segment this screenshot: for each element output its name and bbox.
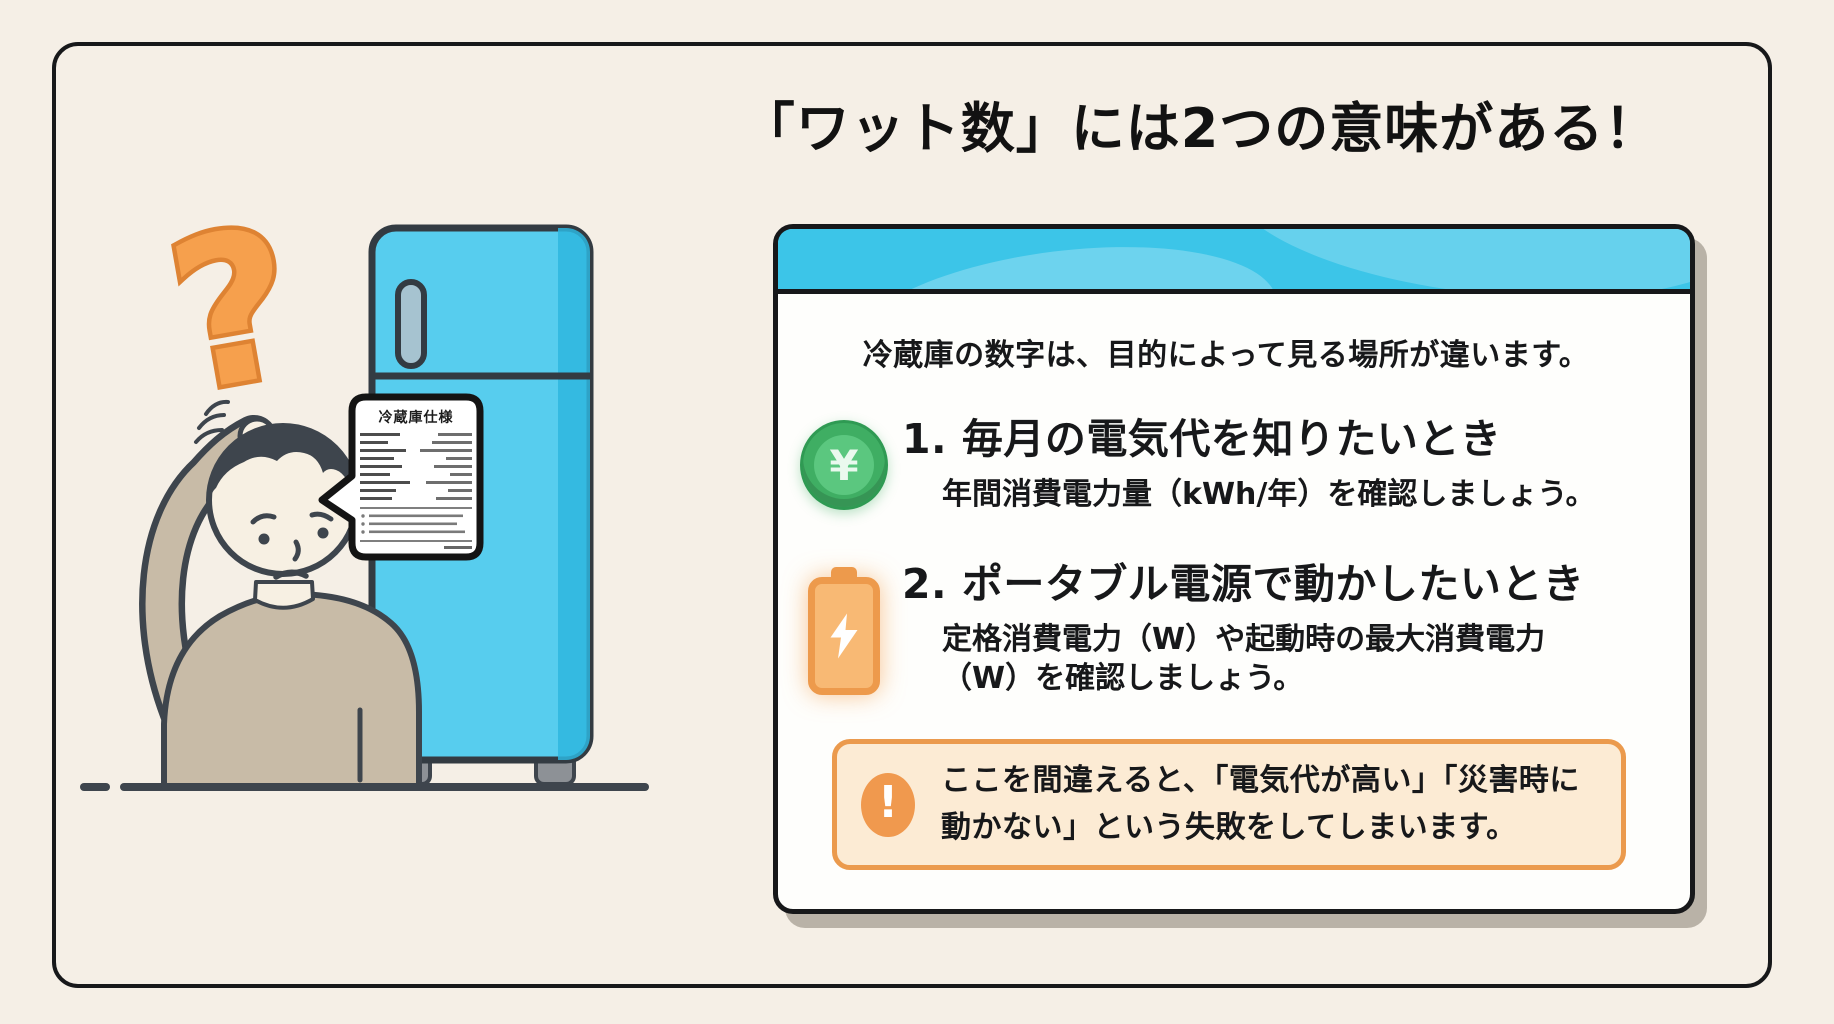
battery-icon	[808, 566, 880, 695]
info-card: 冷蔵庫の数字は、目的によって見る場所が違います。 ¥ 1. 毎月の電気代を知りた…	[773, 224, 1695, 914]
item2-description-line2: （W）を確認しましょう。	[942, 661, 1304, 697]
question-mark-icon: ?	[154, 184, 312, 439]
item1-description: 年間消費電力量（kWh/年）を確認しましょう。	[942, 477, 1596, 513]
fridge-label-title: 冷蔵庫仕様	[379, 409, 454, 426]
item-monthly-cost: ¥ 1. 毎月の電気代を知りたいとき 年間消費電力量（kWh/年）を確認しましょ…	[792, 415, 1660, 515]
warning-line1: ここを間違えると、「電気代が高い」「災害時に	[941, 763, 1580, 799]
yen-symbol: ¥	[829, 440, 859, 490]
warning-box: ! ここを間違えると、「電気代が高い」「災害時に 動かない」という失敗をしてしま…	[832, 739, 1626, 871]
card-header-band	[778, 229, 1690, 294]
item2-description-line1: 定格消費電力（W）や起動時の最大消費電力	[942, 621, 1546, 657]
confused-person-fridge-illustration: 冷蔵庫仕様 ?	[80, 180, 649, 791]
spec-bullet-rows	[361, 514, 465, 534]
person-eye-right	[317, 527, 329, 539]
person-eye-left	[258, 533, 270, 545]
warning-line2: 動かない」という失敗をしてしまいます。	[941, 809, 1517, 845]
yen-coin-icon: ¥	[800, 420, 888, 510]
scratch-lines	[194, 399, 230, 444]
spec-footnote	[444, 546, 472, 549]
person-face	[250, 511, 334, 580]
fridge-side-shade	[558, 228, 590, 760]
exclamation-icon: !	[861, 772, 915, 837]
item2-heading: 2. ポータブル電源で動かしたいとき	[902, 559, 1585, 608]
card-intro-text: 冷蔵庫の数字は、目的によって見る場所が違います。	[862, 338, 1590, 373]
card-body: 冷蔵庫の数字は、目的によって見る場所が違います。 ¥ 1. 毎月の電気代を知りた…	[778, 294, 1690, 871]
confused-person	[139, 399, 422, 789]
spec-rows	[360, 433, 472, 500]
item1-heading: 1. 毎月の電気代を知りたいとき	[902, 415, 1502, 463]
battery-nub	[831, 566, 857, 579]
person-torso	[161, 591, 422, 789]
item-portable-power: 2. ポータブル電源で動かしたいとき 定格消費電力（W）や起動時の最大消費電力 …	[792, 559, 1660, 699]
person-collar	[253, 580, 315, 610]
lightning-bolt-icon	[830, 613, 858, 659]
fridge-handle	[395, 279, 427, 369]
person-hair	[209, 426, 357, 504]
outer-frame	[52, 42, 1772, 988]
fridge-spec-label: 冷蔵庫仕様	[318, 393, 484, 561]
warning-text: ここを間違えると、「電気代が高い」「災害時に 動かない」という失敗をしてしまいま…	[941, 758, 1580, 851]
item2-description: 定格消費電力（W）や起動時の最大消費電力 （W）を確認しましょう。	[902, 620, 1584, 699]
page-title: 「ワット数」には2つの意味がある！	[740, 97, 1660, 160]
